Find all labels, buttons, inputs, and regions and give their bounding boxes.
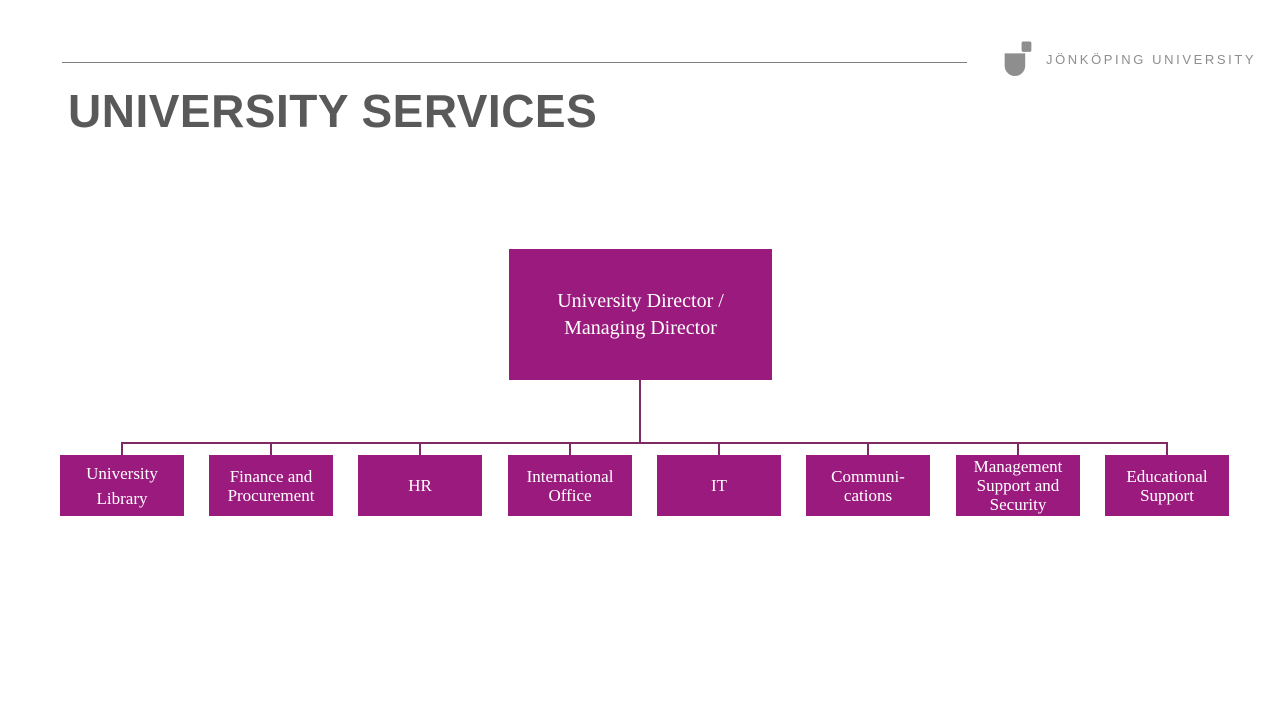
org-box-university-library: University Library <box>60 455 184 516</box>
connector-drop <box>1017 443 1019 456</box>
org-box-educational-support: Educational Support <box>1105 455 1229 516</box>
org-box-university-director: University Director / Managing Director <box>509 249 772 380</box>
org-box-label-line: cations <box>843 485 893 505</box>
org-box-finance-and-procurement: Finance and Procurement <box>209 455 333 516</box>
org-box-label-line: Managing Director <box>564 316 717 339</box>
org-box-label-line: Procurement <box>227 485 315 505</box>
org-box-hr: HR <box>358 455 482 516</box>
org-box-label-line: Office <box>548 485 592 505</box>
connector-drop <box>867 443 869 456</box>
org-box-label-line: Library <box>96 488 148 508</box>
org-box-label-line: Communi- <box>831 466 905 486</box>
org-box-label-line: IT <box>710 476 728 495</box>
org-box-label-line: University Director / <box>557 289 724 312</box>
connector-drop <box>121 443 123 456</box>
university-logo: JÖNKÖPING UNIVERSITY <box>1003 40 1256 77</box>
org-box-label-line: International <box>526 466 614 486</box>
org-box-label-line: HR <box>408 476 432 495</box>
logo-wordmark: JÖNKÖPING UNIVERSITY <box>1046 52 1257 67</box>
connector-drop <box>270 443 272 456</box>
org-box-label-line: Management <box>973 457 1063 476</box>
connector-drop <box>569 443 571 456</box>
page-title: UNIVERSITY SERVICES <box>68 85 598 137</box>
org-box-label-line: University <box>86 463 158 483</box>
org-box-label-line: Support and <box>976 476 1060 495</box>
org-box-label-line: Educational <box>1126 466 1208 486</box>
connector-drop <box>1166 443 1168 456</box>
ju-monogram-icon <box>1004 41 1032 76</box>
org-box-international-office: International Office <box>508 455 632 516</box>
org-box-label-line: Finance and <box>229 466 313 486</box>
header-rule <box>62 62 967 63</box>
org-box-communications: Communi- cations <box>806 455 930 516</box>
org-box-management-support-and-security: Management Support and Security <box>956 455 1080 516</box>
org-box-label-line: Support <box>1140 485 1194 505</box>
connector-root-drop <box>639 380 641 443</box>
connector-horizontal <box>121 442 1168 444</box>
org-box-it: IT <box>657 455 781 516</box>
connector-drop <box>419 443 421 456</box>
org-box-label-line: Security <box>989 495 1047 514</box>
connector-drop <box>718 443 720 456</box>
